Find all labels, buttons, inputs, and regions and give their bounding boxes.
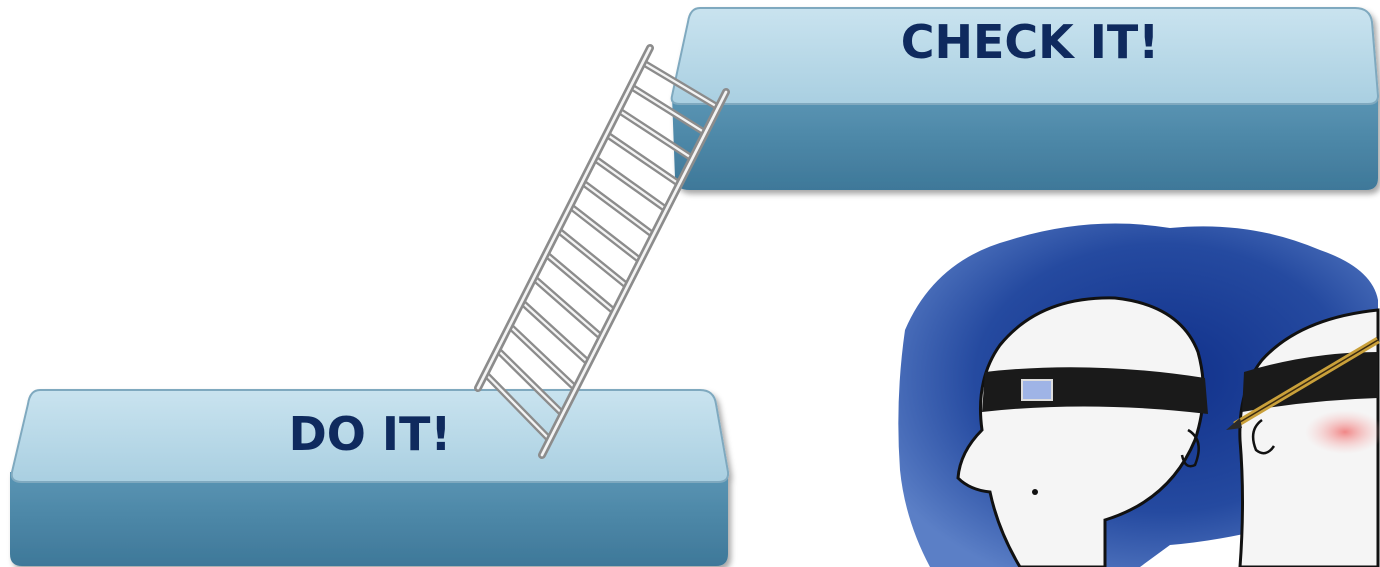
- do-it-label: DO IT!: [289, 407, 452, 461]
- check-it-label: CHECK IT!: [901, 15, 1160, 69]
- ladder-rung-highlight: [534, 278, 602, 338]
- left-blindfold-highlight: [1022, 380, 1052, 400]
- left-figure-eye: [1032, 489, 1038, 495]
- upper-platform-side: [672, 96, 1378, 190]
- two-blindfolded-figures-icon: [898, 224, 1380, 567]
- ladder-rung-highlight: [509, 326, 575, 389]
- ladder-rung-highlight: [522, 302, 589, 363]
- lower-platform-side: [10, 472, 728, 566]
- ladder-rung-highlight: [546, 254, 615, 312]
